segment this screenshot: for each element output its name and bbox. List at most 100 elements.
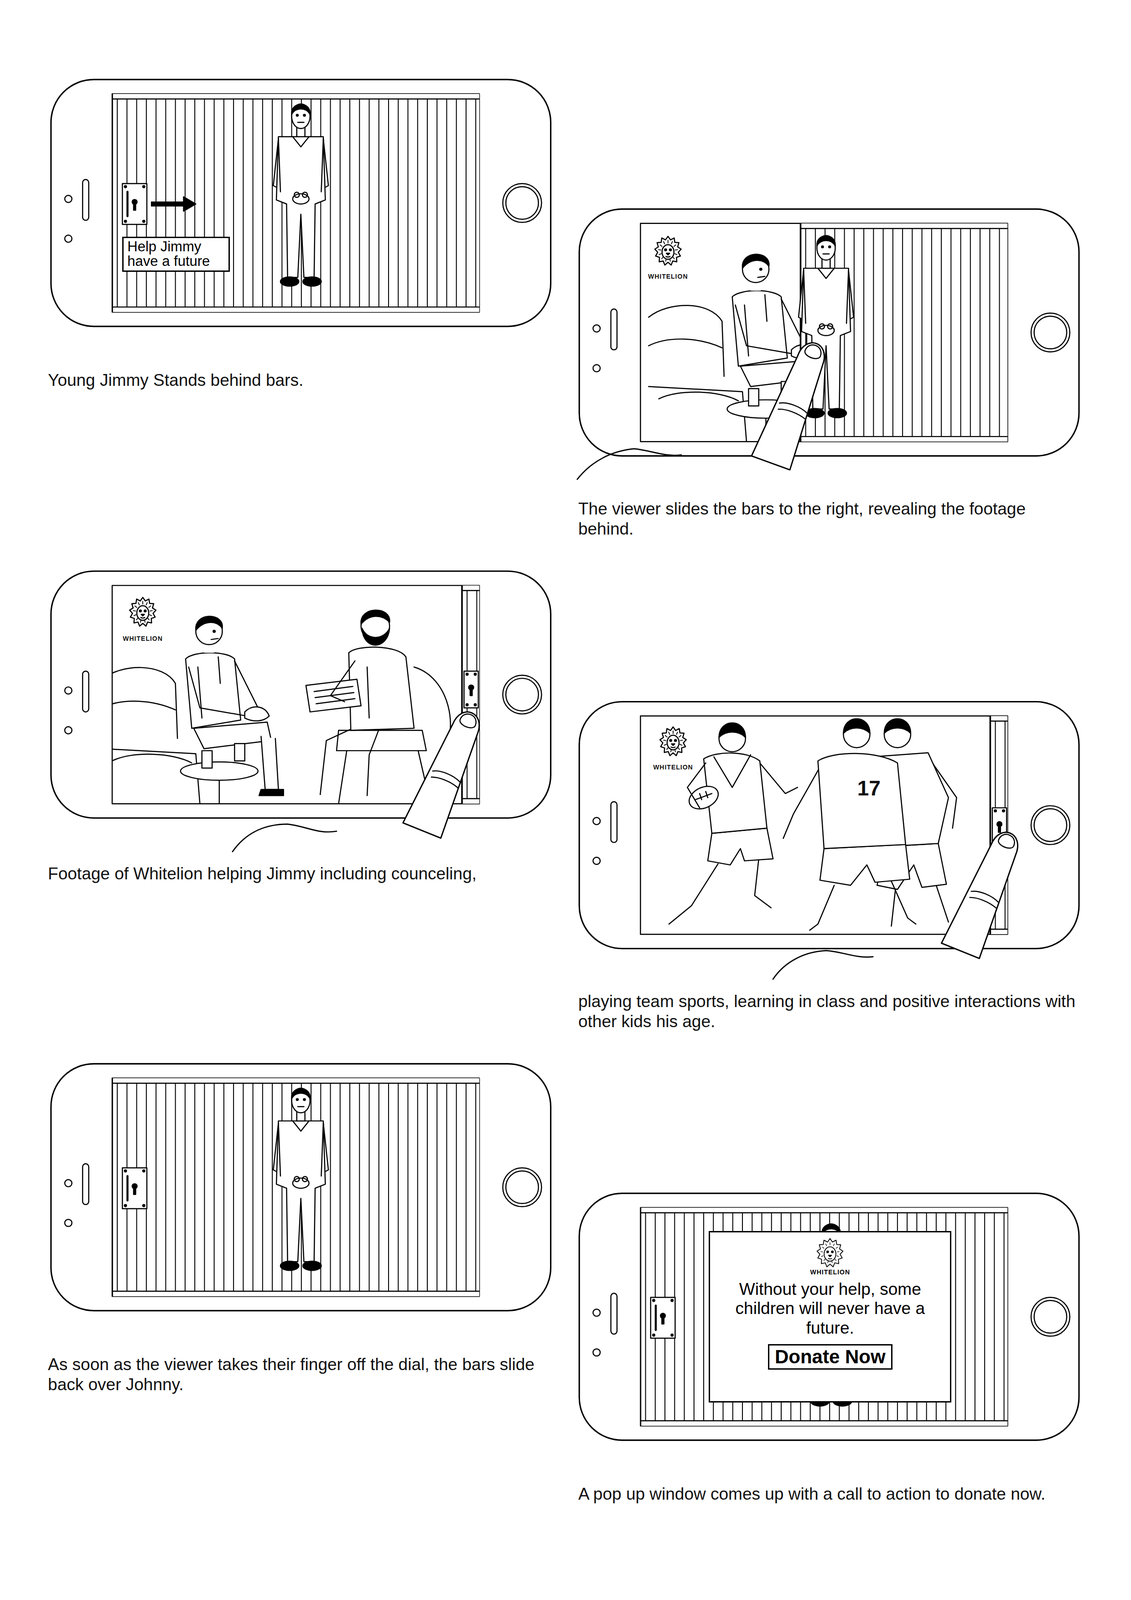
arm [735,305,794,354]
phone-sensor [592,1348,601,1356]
lion-eye [669,739,672,742]
line-art [397,98,399,307]
line-art [456,98,457,307]
mane-stroke [134,614,137,616]
jersey [817,753,906,849]
lion-face [667,735,680,750]
shorts [819,844,910,886]
line-art [1003,1212,1005,1421]
line-art [112,1078,480,1297]
mane-stroke [680,739,683,741]
shirt [732,290,788,366]
phone-frame [579,208,1080,456]
glass [234,743,245,761]
mane-stroke [822,1246,825,1249]
mane-stroke [663,241,665,244]
line-art [475,1083,477,1292]
slide-arrow [150,197,196,212]
lion-mouth [828,1258,833,1259]
shoe [280,1260,299,1271]
line-art [940,228,942,437]
mouth [211,638,219,640]
logo [817,1238,844,1267]
phone-speaker [82,1163,89,1205]
line-art [466,673,468,675]
eye [303,114,306,117]
line-art [213,98,215,307]
whitelion-logo [817,1238,844,1267]
line-art [645,1212,647,1421]
finger [751,335,834,470]
line-art [358,98,360,307]
fingernail [803,342,824,361]
mouth [757,276,766,278]
mane-stroke [668,731,670,735]
eye [296,1098,299,1101]
mane-stroke [836,1255,840,1257]
line-art [126,1175,129,1201]
phone-sensor [592,364,601,372]
mane-stroke [674,244,676,247]
mane-stroke [134,606,137,608]
phone-speaker [611,1293,618,1334]
arm-line [278,1122,281,1176]
line-art [474,673,477,675]
lion-nose [828,1255,832,1257]
lion-eye [826,1250,829,1253]
line-art [203,1083,205,1292]
bar-handle [122,183,147,225]
line-art [465,1083,467,1292]
hair [742,254,770,269]
line-art [970,228,971,437]
line-art [133,202,136,211]
line-art [262,98,264,307]
handcuff [819,323,825,329]
eye [212,630,215,633]
node-text: Help Jimmy have a future [127,239,225,270]
lion-nose [666,253,670,255]
line-art [330,98,332,307]
line-art [126,1083,128,1292]
phone-speaker [611,801,618,843]
shoe [259,789,284,796]
lion-nose [671,743,675,746]
handcuff [294,192,300,198]
finger [941,824,1028,959]
prison-bars [640,1207,1008,1427]
line-art [388,1083,390,1292]
line-art [661,1316,664,1324]
whitelion-logo [129,597,156,627]
legs [193,721,272,749]
jersey-v [713,754,751,788]
phone-frame [579,701,1080,949]
chair [336,730,427,751]
line-art [950,228,952,437]
collar [292,136,310,147]
line-art [407,98,409,307]
line-art [142,220,145,223]
home-button [502,674,542,714]
line-art [998,824,1001,833]
lion-eye [144,609,146,612]
bar-handle [650,1297,676,1339]
arrow-head [183,197,197,212]
knuckle [969,888,1001,908]
hands [292,193,310,204]
knuckle [777,400,809,420]
logo-name: WHITELION [810,1268,851,1276]
prison-bars [112,93,480,313]
phone-body [51,570,551,818]
phone-sensor [64,726,73,734]
mane-stroke [665,735,668,737]
line-art [863,228,865,437]
line-art [640,1420,1008,1422]
node-text: Without your help, some children will ne… [729,1279,931,1339]
whitelion-logo [659,726,687,756]
shirt-fold [744,294,767,356]
head [291,1088,311,1113]
finger [403,704,489,838]
line-art [800,435,1008,437]
shirt-fold [367,667,369,719]
rugby-player [783,718,916,930]
